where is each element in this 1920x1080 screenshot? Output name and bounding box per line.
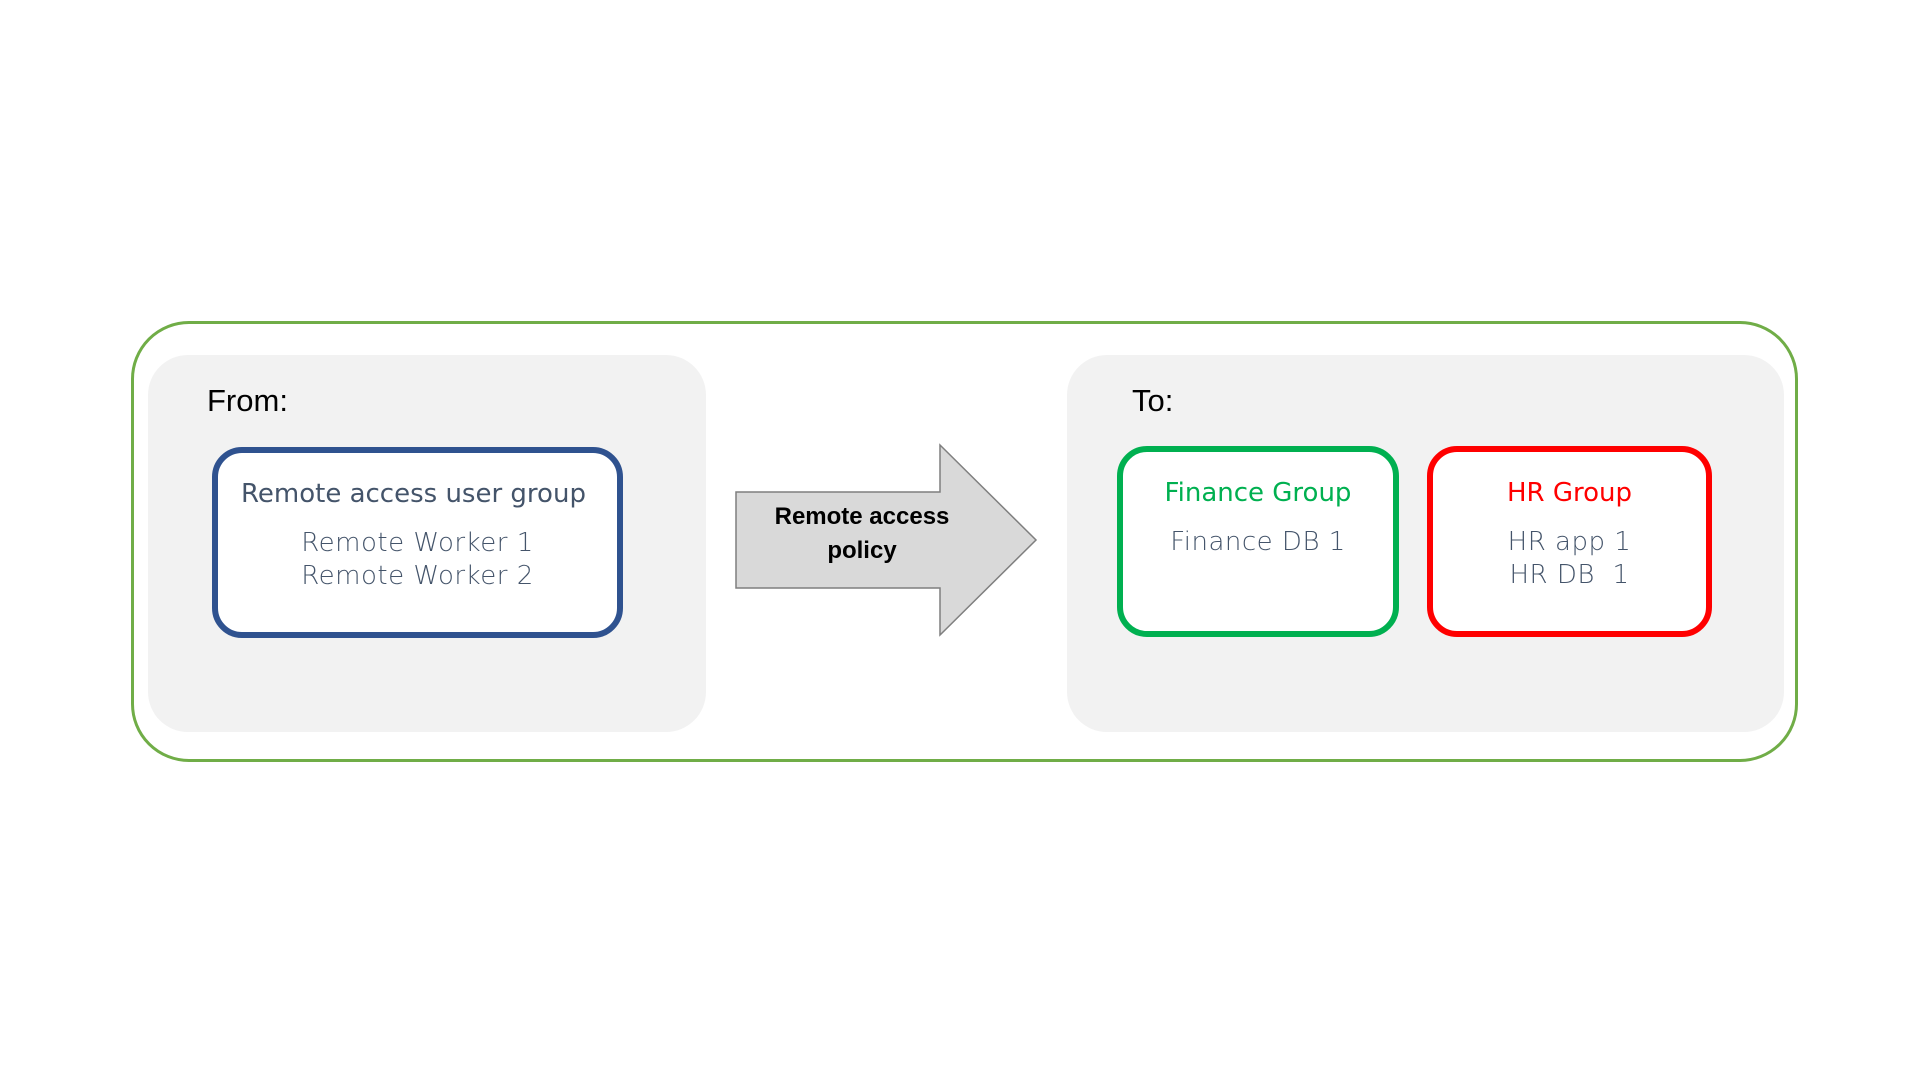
group-items: HR app 1 HR DB 1 [1433, 526, 1706, 592]
group-item: Remote Worker 2 [301, 561, 534, 591]
finance-group-box: Finance Group Finance DB 1 [1117, 446, 1399, 637]
policy-container [131, 321, 1798, 762]
remote-access-user-group-box: Remote access user group Remote Worker 1… [212, 447, 623, 638]
policy-arrow: Remote access policy [734, 442, 1040, 638]
arrow-label-line2: policy [827, 537, 897, 564]
arrow-label-line1: Remote access [774, 503, 950, 530]
group-item: Finance DB 1 [1170, 527, 1346, 557]
hr-group-box: HR Group HR app 1 HR DB 1 [1427, 446, 1712, 637]
to-label: To: [1132, 383, 1174, 418]
group-title: Remote access user group [241, 479, 586, 509]
group-items: Remote Worker 1 Remote Worker 2 [218, 527, 617, 593]
group-title: Finance Group [1164, 478, 1352, 508]
from-label: From: [207, 383, 288, 418]
group-item: Remote Worker 1 [301, 528, 534, 558]
group-item: HR app 1 [1507, 527, 1632, 557]
group-items: Finance DB 1 [1123, 526, 1393, 559]
group-title: HR Group [1506, 478, 1633, 508]
arrow-label: Remote access policy [734, 500, 990, 568]
group-item: HR DB 1 [1509, 560, 1630, 590]
right-arrow-icon [735, 443, 1038, 637]
